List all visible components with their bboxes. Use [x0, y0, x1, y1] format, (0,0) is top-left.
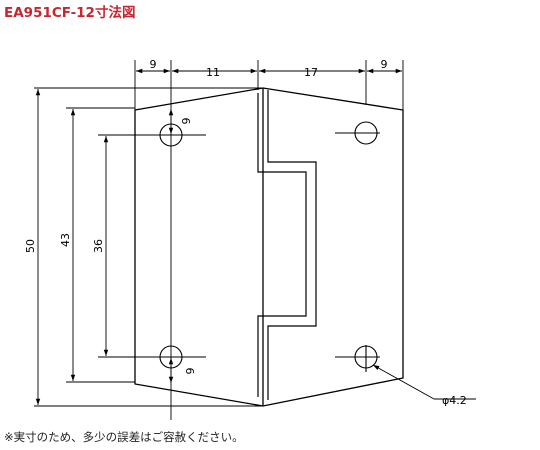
dim-text-43: 43 [59, 233, 72, 247]
footnote: ※実寸のため、多少の誤差はご容赦ください。 [4, 430, 244, 444]
hole-top-right [335, 121, 380, 145]
plate-outline [134, 87, 404, 407]
dim-text-9-left: 9 [150, 58, 157, 71]
dim-text-6-top: 6 [179, 118, 192, 125]
dim-text-50: 50 [24, 239, 37, 253]
vertical-dimensions [35, 89, 174, 405]
hole-leader-line [372, 364, 435, 400]
knuckle-profile [267, 90, 317, 400]
dim-text-6-bottom: 6 [183, 368, 196, 375]
extension-lines [34, 60, 404, 420]
dim-text-36: 36 [92, 239, 105, 253]
hole-diameter-label: φ4.2 [442, 394, 467, 407]
mounting-holes [150, 121, 380, 372]
hinge-plate [134, 87, 404, 407]
dim-text-11: 11 [206, 66, 220, 79]
dim-text-17: 17 [304, 66, 318, 79]
hole-bottom-right [335, 345, 380, 372]
dim-text-9-right: 9 [381, 58, 388, 71]
page-title: EA951CF-12寸法図 [4, 5, 136, 21]
knuckle-profile-inner [257, 93, 307, 397]
